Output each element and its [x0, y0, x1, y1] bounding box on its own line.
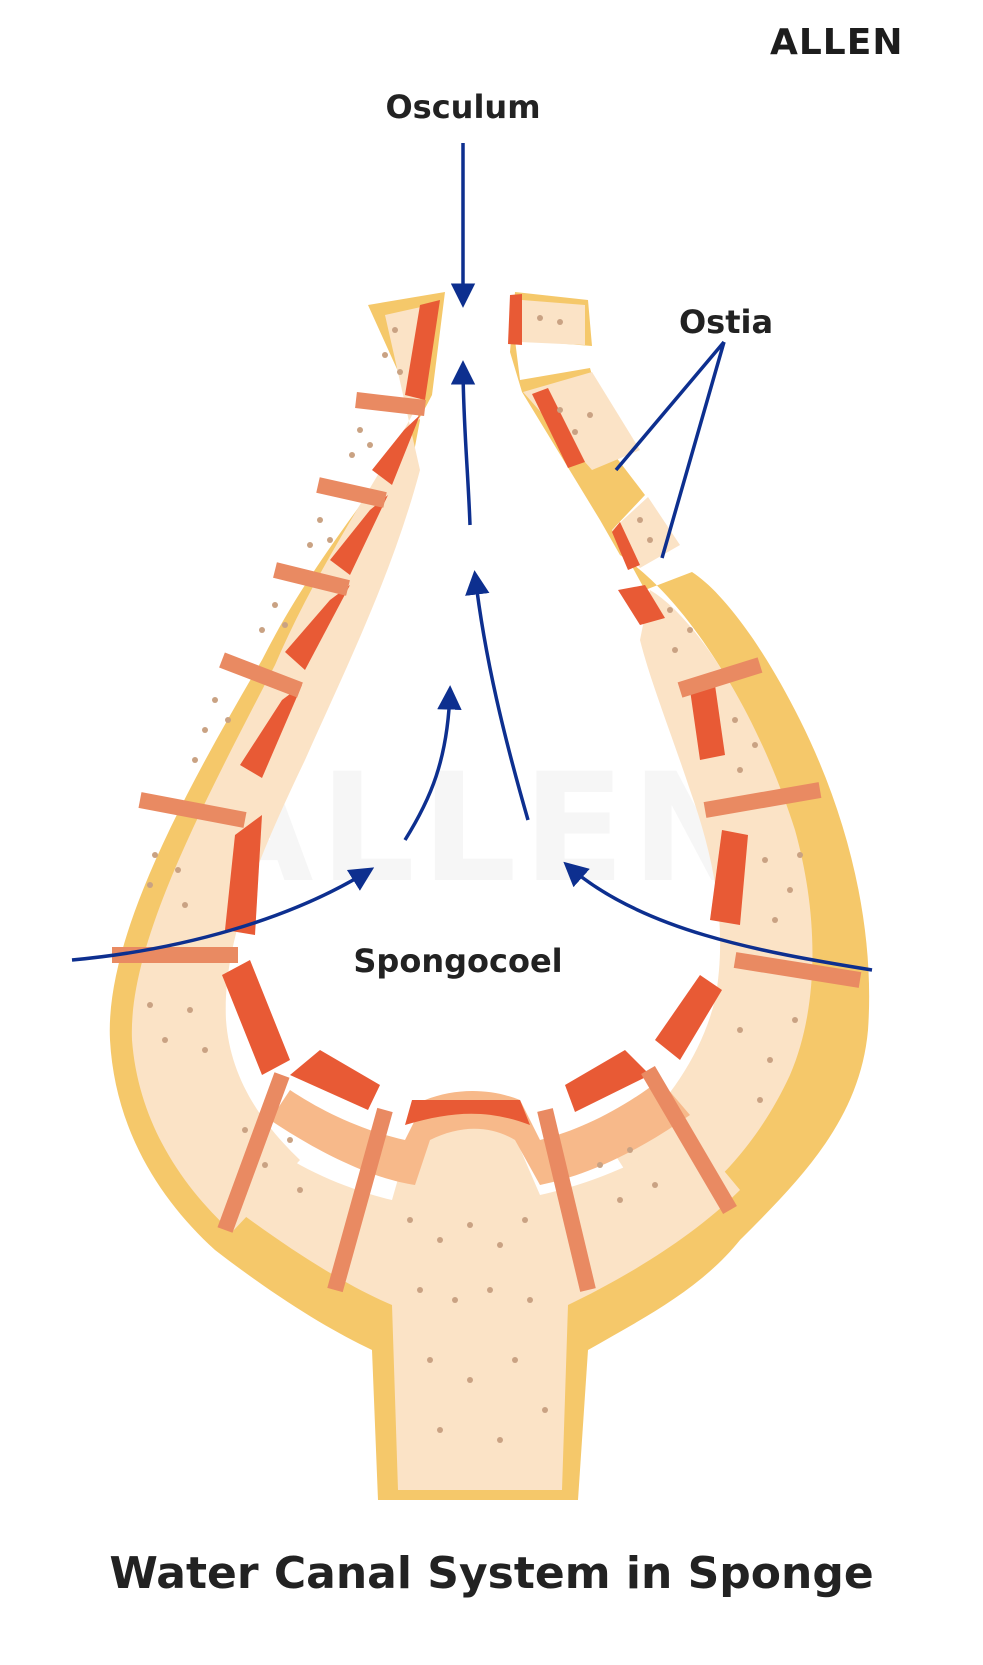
center-upper-arrow: [450, 360, 476, 526]
pore-canals: [112, 392, 862, 1293]
osculum-rim-fragment: [520, 300, 585, 345]
center-lower-arrow: [465, 570, 530, 821]
ostia-pointers: [614, 340, 726, 559]
choanocyte-layer: [222, 294, 748, 1125]
diagram-title: Water Canal System in Sponge: [109, 1548, 874, 1599]
sponge-body: [109, 292, 870, 1500]
ostia-label: Ostia: [679, 303, 773, 341]
left-ostium-arrow: [71, 867, 375, 962]
water-flow-arrows: [71, 143, 873, 972]
right-ostium-arrow: [563, 861, 873, 972]
mesohyl-right: [612, 590, 813, 1225]
left-inner-arrow: [403, 685, 462, 841]
spicule-dots: [147, 315, 803, 1443]
allen-logo: ALLEN: [770, 22, 904, 63]
spongocoel-label: Spongocoel: [353, 942, 562, 980]
osculum-label: Osculum: [385, 88, 540, 126]
outer-pinacoderm: [109, 292, 870, 1500]
